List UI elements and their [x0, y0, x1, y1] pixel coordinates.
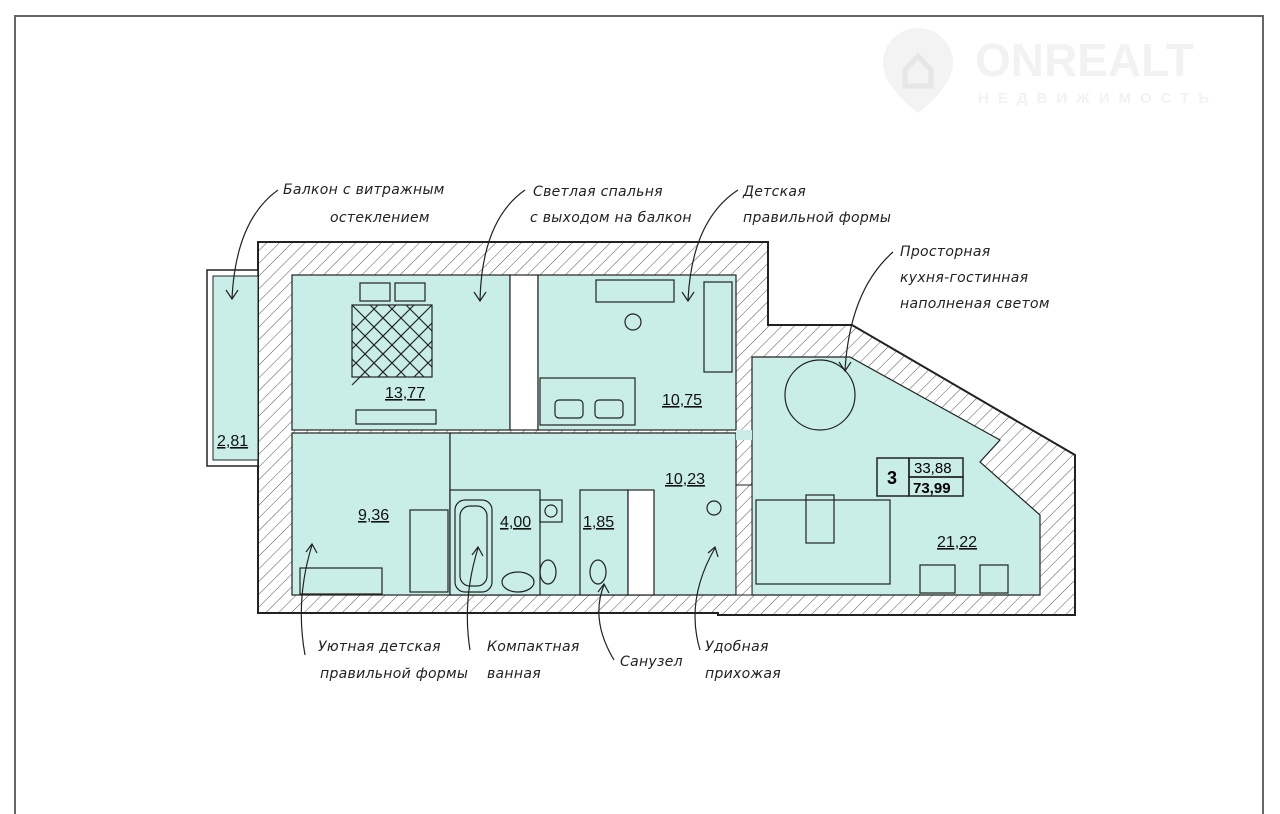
partition-wall — [735, 484, 753, 596]
callout-kitchen-line1: Просторная — [900, 244, 990, 260]
location-pin-icon — [883, 28, 953, 113]
area-balcony: 2,81 — [217, 433, 248, 450]
area-hallway: 10,23 — [665, 471, 705, 488]
bathroom — [449, 489, 541, 596]
callout-bath-line2: ванная — [487, 666, 541, 682]
kids-room — [537, 274, 737, 431]
watermark: ONREALT НЕДВИЖИМОСТЬ — [883, 28, 1218, 113]
room-count: 3 — [887, 468, 897, 488]
house-icon — [902, 52, 934, 89]
area-bedroom: 13,77 — [385, 385, 425, 402]
callout-arrows — [225, 189, 894, 661]
kitchen-living — [751, 356, 1041, 596]
balcony — [212, 275, 259, 461]
frame — [14, 15, 1264, 814]
hall-wardrobe — [627, 489, 655, 596]
callout-toilet: Санузел — [620, 654, 683, 670]
bedroom — [291, 274, 511, 431]
furniture — [299, 279, 1009, 595]
wardrobe — [509, 274, 539, 431]
living-area: 33,88 — [914, 460, 952, 477]
callout-small-kids-line2: правильной формы — [320, 666, 468, 682]
area-small-kids-room: 9,36 — [358, 507, 389, 524]
area-toilet: 1,85 — [583, 514, 614, 531]
callout-bath-line1: Компактная — [487, 639, 580, 655]
callout-kitchen-line2: кухня-гостинная — [900, 270, 1028, 286]
total-area: 73,99 — [913, 480, 951, 497]
callout-kitchen-line3: наполненая светом — [900, 296, 1050, 312]
apartment-badge: 3 33,88 73,99 — [876, 457, 964, 497]
callout-kids-line2: правильной формы — [743, 210, 891, 226]
watermark-subtitle: НЕДВИЖИМОСТЬ — [978, 90, 1218, 107]
callout-hall-line2: прихожая — [705, 666, 781, 682]
watermark-brand: ONREALT — [975, 34, 1194, 86]
area-bathroom: 4,00 — [500, 514, 531, 531]
area-kids-room: 10,75 — [662, 392, 702, 409]
area-kitchen-living: 21,22 — [937, 534, 977, 551]
callout-hall-line1: Удобная — [705, 639, 769, 655]
callout-bedroom-line2: с выходом на балкон — [530, 210, 692, 226]
callout-balcony-line1: Балкон с витражным — [283, 182, 445, 198]
toilet — [579, 489, 629, 596]
callout-bedroom-line1: Светлая спальня — [533, 184, 663, 200]
callout-small-kids-line1: Уютная детская — [318, 639, 441, 655]
callout-balcony-line2: остеклением — [330, 210, 430, 226]
callout-kids-line1: Детская — [742, 184, 806, 200]
